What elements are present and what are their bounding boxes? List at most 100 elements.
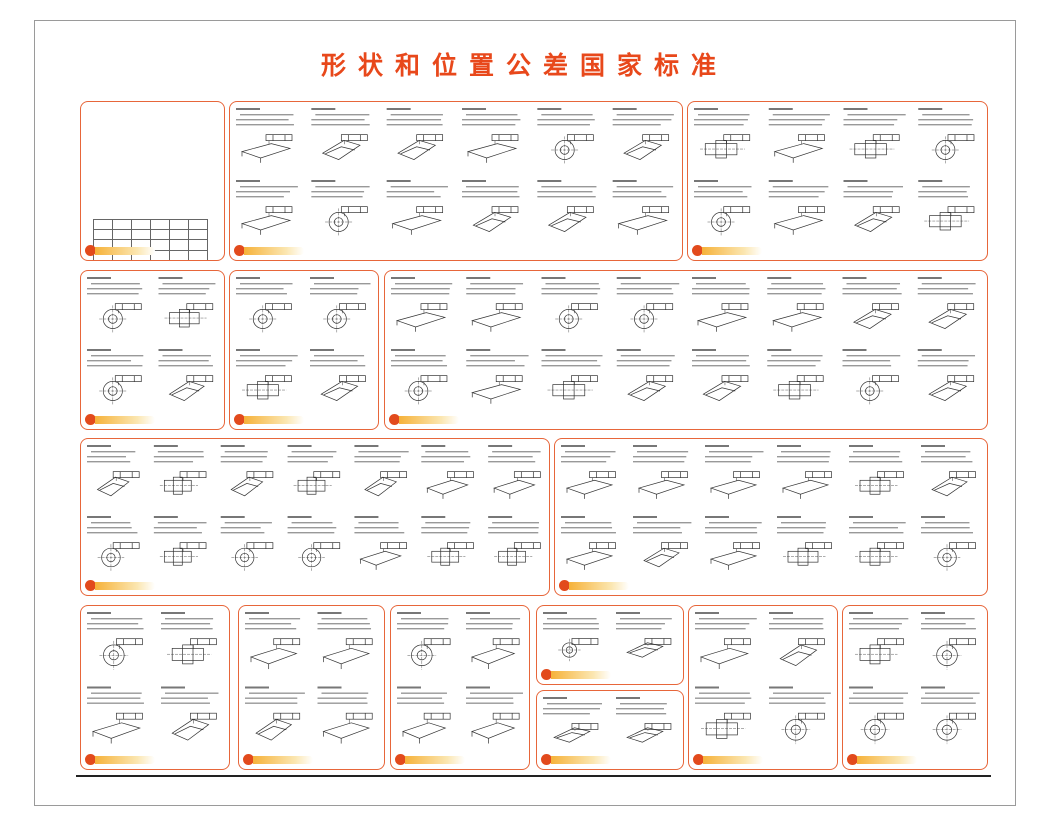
panel-symmetry-a [536, 605, 684, 685]
drawing-cell [311, 108, 370, 160]
drawing-cell [543, 612, 599, 662]
panel-drawings [694, 108, 975, 236]
panel-drawings [87, 277, 216, 405]
panel-number-badge [395, 754, 406, 765]
drawing-cell [386, 108, 444, 160]
panel-cylindricity [80, 605, 230, 770]
panel-number-badge [85, 245, 96, 256]
page-frame [34, 20, 1016, 806]
drawing-cell [705, 445, 764, 499]
drawing-cell [161, 612, 217, 665]
drawing-cell [354, 445, 409, 497]
drawing-cell [287, 445, 341, 495]
drawing-cell [397, 612, 451, 670]
drawing-cell [236, 180, 298, 235]
drawing-cell [488, 445, 541, 499]
panel-drawings [695, 612, 831, 745]
panel-caption-band [399, 416, 459, 424]
drawing-cell [917, 277, 976, 329]
drawing-cell [466, 686, 523, 744]
drawing-cell [466, 277, 524, 332]
panel-symbol-table [80, 101, 225, 261]
drawing-cell [287, 516, 341, 571]
panel-caption-band [244, 416, 304, 424]
drawing-cell [245, 612, 301, 670]
panel-number-badge [85, 580, 96, 591]
drawing-cell [694, 180, 752, 236]
panel-caption-band [95, 756, 155, 764]
drawing-cell [391, 277, 453, 332]
panel-caption-band [95, 416, 155, 424]
drawing-cell [421, 516, 474, 566]
drawing-cell [767, 349, 824, 400]
panel-number-badge [847, 754, 858, 765]
drawing-cell [694, 108, 751, 159]
drawing-cell [561, 516, 616, 570]
drawing-cell [537, 180, 597, 232]
drawing-cell [541, 349, 603, 400]
drawing-cell [236, 349, 298, 400]
panel-perpendicularity [384, 270, 988, 430]
drawing-cell [921, 445, 976, 497]
drawing-cell [488, 516, 541, 566]
panel-runout [554, 438, 988, 596]
drawing-cell [849, 612, 909, 665]
panel-number-badge [692, 245, 703, 256]
drawing-cell [561, 445, 616, 499]
panel-caption-band [95, 582, 155, 590]
drawing-cell [158, 277, 216, 328]
panel-caption-band [702, 247, 762, 255]
drawing-cell [918, 180, 975, 231]
drawing-cell [236, 108, 294, 163]
panel-concentricity [390, 605, 530, 770]
panel-drawings [236, 277, 371, 401]
panel-straightness [229, 101, 683, 261]
drawing-cell [921, 516, 976, 571]
drawing-cell [462, 108, 521, 163]
panel-caption-band [405, 756, 465, 764]
drawing-cell [310, 349, 366, 401]
drawing-cell [616, 697, 672, 743]
drawing-cell [843, 180, 904, 232]
panel-number-badge [85, 414, 96, 425]
panel-caption-band [244, 247, 304, 255]
drawing-cell [777, 516, 832, 566]
drawing-cell [843, 108, 906, 159]
panel-number-badge [693, 754, 704, 765]
drawing-cell [768, 180, 829, 235]
drawing-cell [705, 516, 762, 570]
drawing-cell [87, 277, 143, 333]
drawing-cell [692, 349, 750, 401]
drawing-cell [537, 108, 595, 164]
panel-symmetry-b [536, 690, 684, 770]
panel-caption-band [551, 756, 611, 764]
panel-number-badge [234, 414, 245, 425]
drawing-cell [768, 108, 830, 163]
drawing-cell [462, 180, 520, 232]
panel-drawings [87, 445, 541, 571]
panel-profile [229, 270, 379, 430]
drawing-cell [543, 697, 602, 743]
panel-surface-profile [842, 605, 988, 770]
drawing-cell [612, 180, 674, 235]
drawing-cell [777, 445, 832, 499]
drawing-cell [220, 445, 274, 497]
drawing-cell [220, 516, 274, 571]
panel-caption-band [253, 756, 313, 764]
panel-caption-band [95, 247, 155, 255]
panel-drawings [561, 445, 976, 571]
drawing-cell [466, 612, 521, 670]
drawing-cell [87, 686, 144, 744]
panel-number-badge [234, 245, 245, 256]
drawing-cell [842, 277, 902, 329]
panel-drawings [236, 108, 674, 236]
panel-caption-band [857, 756, 917, 764]
panel-position [238, 605, 385, 770]
panel-number-badge [243, 754, 254, 765]
panel-drawings [245, 612, 373, 744]
panel-caption-band [551, 671, 611, 679]
drawing-cell [849, 445, 904, 495]
panel-number-badge [541, 669, 552, 680]
panel-caption-band [703, 756, 763, 764]
drawing-cell [616, 349, 675, 401]
